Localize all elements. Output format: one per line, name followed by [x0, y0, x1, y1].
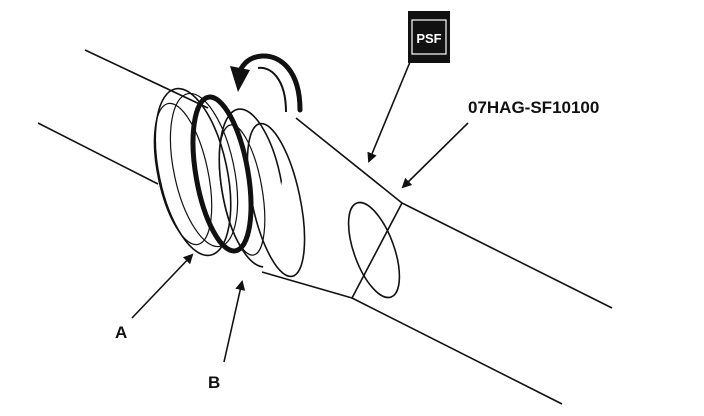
- callout-b-label: B: [208, 373, 220, 392]
- callout-a-label: A: [115, 323, 127, 342]
- psf-badge: PSF: [408, 11, 450, 63]
- tool-number-label: 07HAG-SF10100: [468, 98, 599, 117]
- psf-leader: [367, 61, 411, 163]
- callout-a-leader: [131, 253, 194, 319]
- o-ring-a: [190, 94, 254, 254]
- shaft-right: [351, 202, 613, 405]
- seal-housing: [153, 87, 239, 257]
- callout-b-leader: [223, 280, 246, 363]
- cone-tool: [246, 117, 403, 299]
- tool-number-leader: [401, 122, 469, 189]
- psf-badge-text: PSF: [416, 31, 441, 46]
- shaft-left: [37, 49, 209, 185]
- rotation-arrow-icon: [230, 53, 303, 113]
